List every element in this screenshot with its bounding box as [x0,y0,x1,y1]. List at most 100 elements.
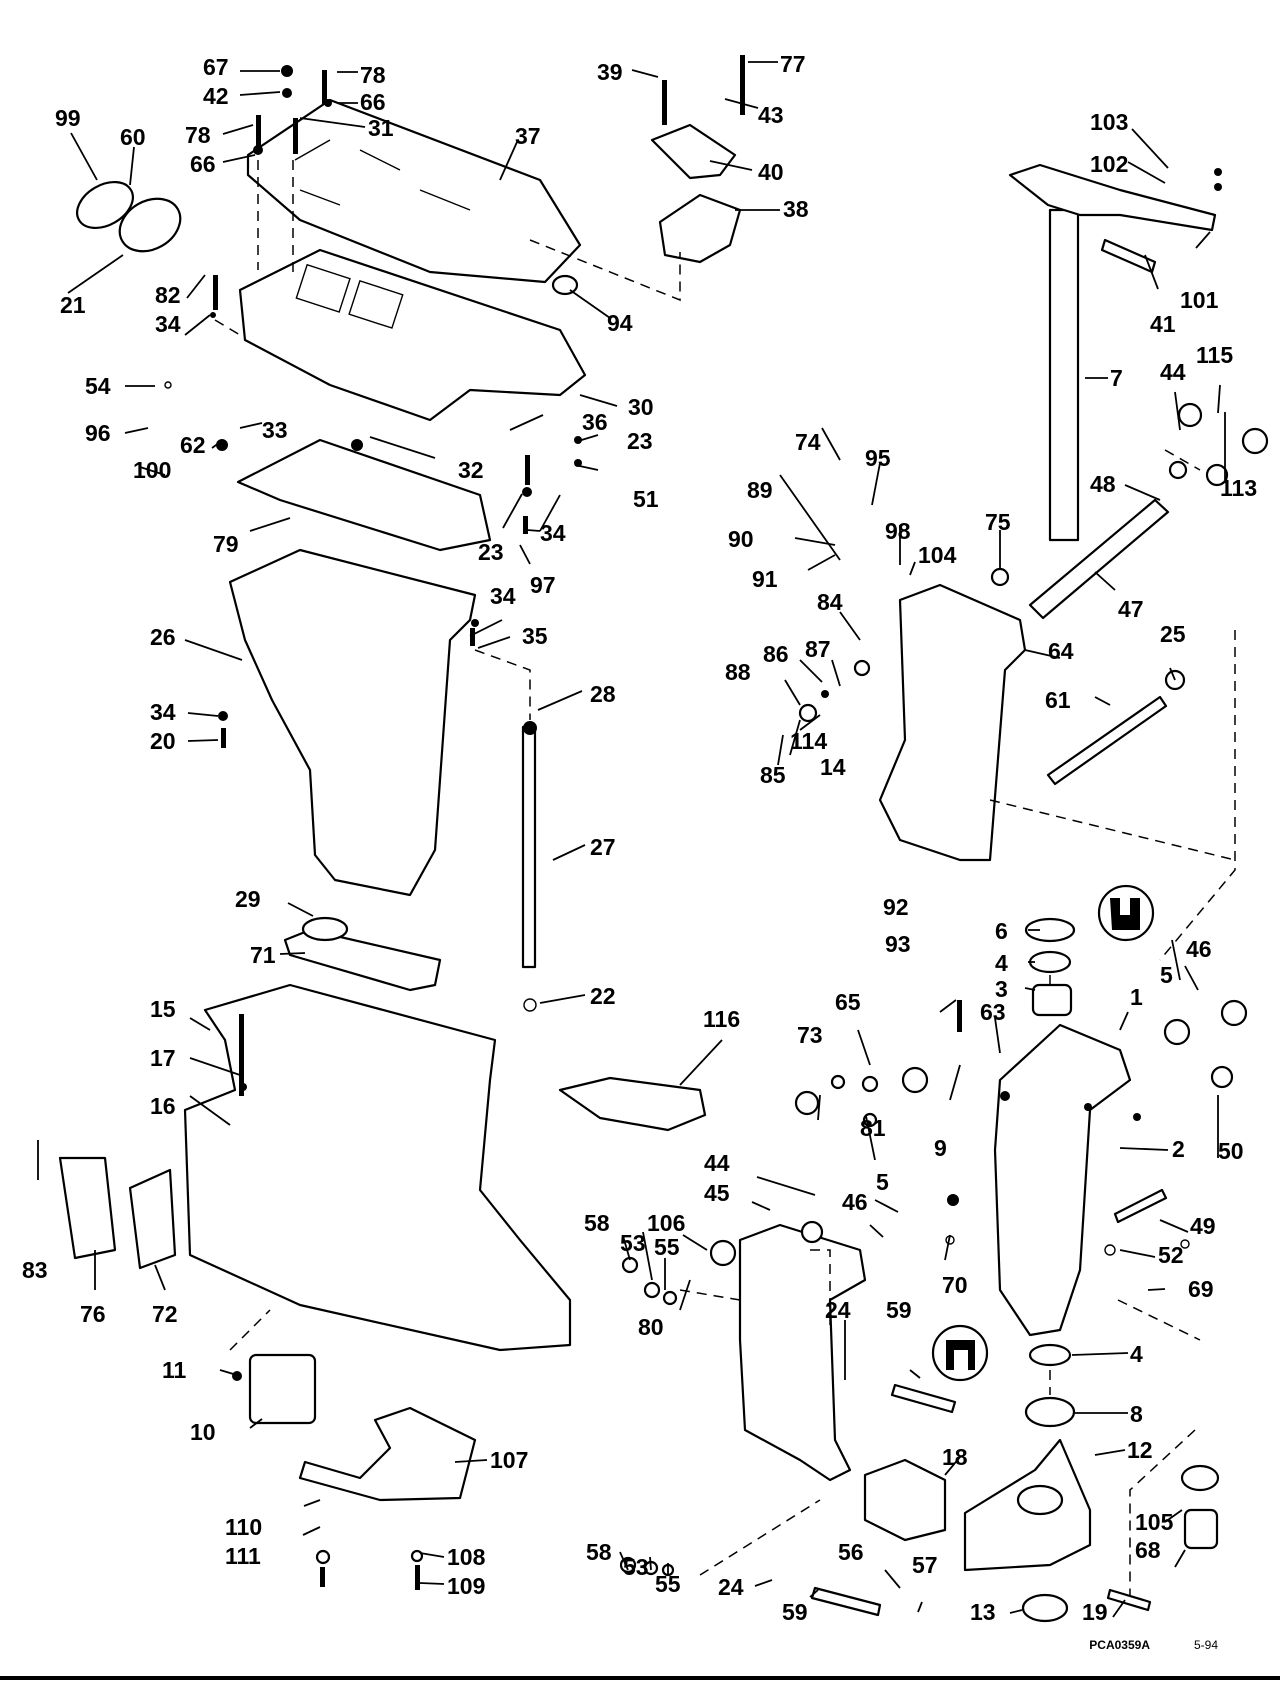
callout-60: 60 [120,124,146,150]
callout-61: 61 [1045,687,1071,713]
part-21-grommet [118,197,182,253]
callout-90: 90 [728,526,754,552]
callout-23: 23 [627,428,653,454]
callout-51: 51 [633,486,659,512]
part-71-seal [283,928,442,992]
leader-lines [37,61,1226,1618]
callout-71: 71 [250,942,276,968]
callout-76: 76 [80,1301,106,1327]
callout-88: 88 [725,659,751,685]
callout-58: 58 [586,1539,612,1565]
callout-110: 110 [225,1514,262,1540]
callout-57: 57 [912,1552,938,1578]
callout-54: 54 [85,373,111,399]
callout-107: 107 [490,1447,528,1473]
callout-6: 6 [995,918,1008,944]
callout-26: 26 [150,624,176,650]
part-60-grommet [76,180,134,230]
callout-64: 64 [1048,638,1074,664]
callout-83: 83 [22,1257,48,1283]
callout-46: 46 [1186,936,1212,962]
callout-77: 77 [780,51,806,77]
callout-30: 30 [628,394,654,420]
callout-102: 102 [1090,151,1128,177]
callout-14: 14 [820,754,846,780]
callout-13: 13 [970,1599,996,1625]
callout-20: 20 [150,728,176,754]
part-38-module [658,193,742,264]
callout-11: 11 [162,1357,187,1383]
callout-34: 34 [540,520,566,546]
callout-2: 2 [1172,1136,1185,1162]
bottom-rule [0,1676,1280,1680]
part-45-stern-bracket [738,1223,867,1482]
callout-70: 70 [942,1272,968,1298]
callout-25: 25 [1160,621,1186,647]
callout-101: 101 [1180,287,1219,313]
callout-63: 63 [980,999,1006,1025]
callout-45: 45 [704,1180,730,1206]
callout-27: 27 [590,834,616,860]
callout-5: 5 [1160,962,1173,988]
part-7-yoke [1008,163,1217,232]
callout-50: 50 [1218,1138,1244,1164]
callout-111: 111 [225,1543,261,1569]
callout-9: 9 [934,1135,947,1161]
callout-18: 18 [942,1444,968,1470]
callout-36: 36 [582,409,608,435]
callout-7: 7 [1110,365,1123,391]
drawing-date: 5-94 [1193,1638,1218,1652]
drawing-code: PCA0359A [1089,1638,1150,1652]
callout-92: 92 [883,894,909,920]
callout-10: 10 [190,1419,216,1445]
part-94-grommet [551,274,579,296]
callout-96: 96 [85,420,111,446]
callout-78: 78 [185,122,211,148]
callout-34: 34 [150,699,176,725]
callout-74: 74 [795,429,821,455]
callout-67: 67 [203,54,229,80]
part-shapes [58,55,1269,1623]
bolts [213,55,1168,1617]
callout-98: 98 [885,518,911,544]
part-1-stern-bracket [993,1023,1132,1337]
part-4-seal-lower [1028,1343,1072,1367]
part-10-cover [248,1353,317,1425]
callout-93: 93 [885,931,911,957]
callout-53: 53 [620,1230,646,1256]
assembly-lines [214,160,1236,1595]
callout-39: 39 [597,59,623,85]
callout-53: 53 [623,1554,649,1580]
callout-104: 104 [918,542,957,568]
callout-66: 66 [360,89,386,115]
seal-orientation-icon-lower [931,1324,989,1382]
part-68-bumper [1183,1508,1219,1550]
callout-3: 3 [995,976,1008,1002]
callout-31: 31 [368,115,394,141]
callout-4: 4 [1130,1341,1143,1367]
callout-48: 48 [1090,471,1116,497]
part-47-tube [1028,498,1170,620]
part-4-seal-upper [1028,950,1072,974]
callout-87: 87 [805,636,831,662]
callout-75: 75 [985,509,1011,535]
callout-62: 62 [180,432,206,458]
callout-59: 59 [886,1297,912,1323]
callout-40: 40 [758,159,784,185]
callout-44: 44 [1160,359,1186,385]
part-61-rod [1046,695,1168,786]
callout-56: 56 [838,1539,864,1565]
callout-66: 66 [190,151,216,177]
callout-17: 17 [150,1045,176,1071]
callout-12: 12 [1127,1437,1153,1463]
callout-79: 79 [213,531,239,557]
part-6-washer [1024,917,1076,943]
callout-114: 114 [790,728,827,754]
part-79-gasket [236,438,492,552]
part-3-bushing [1031,983,1073,1017]
seal-orientation-icon-upper [1097,884,1155,942]
callout-19: 19 [1082,1599,1108,1625]
callout-58: 58 [584,1210,610,1236]
callout-106: 106 [647,1210,685,1236]
